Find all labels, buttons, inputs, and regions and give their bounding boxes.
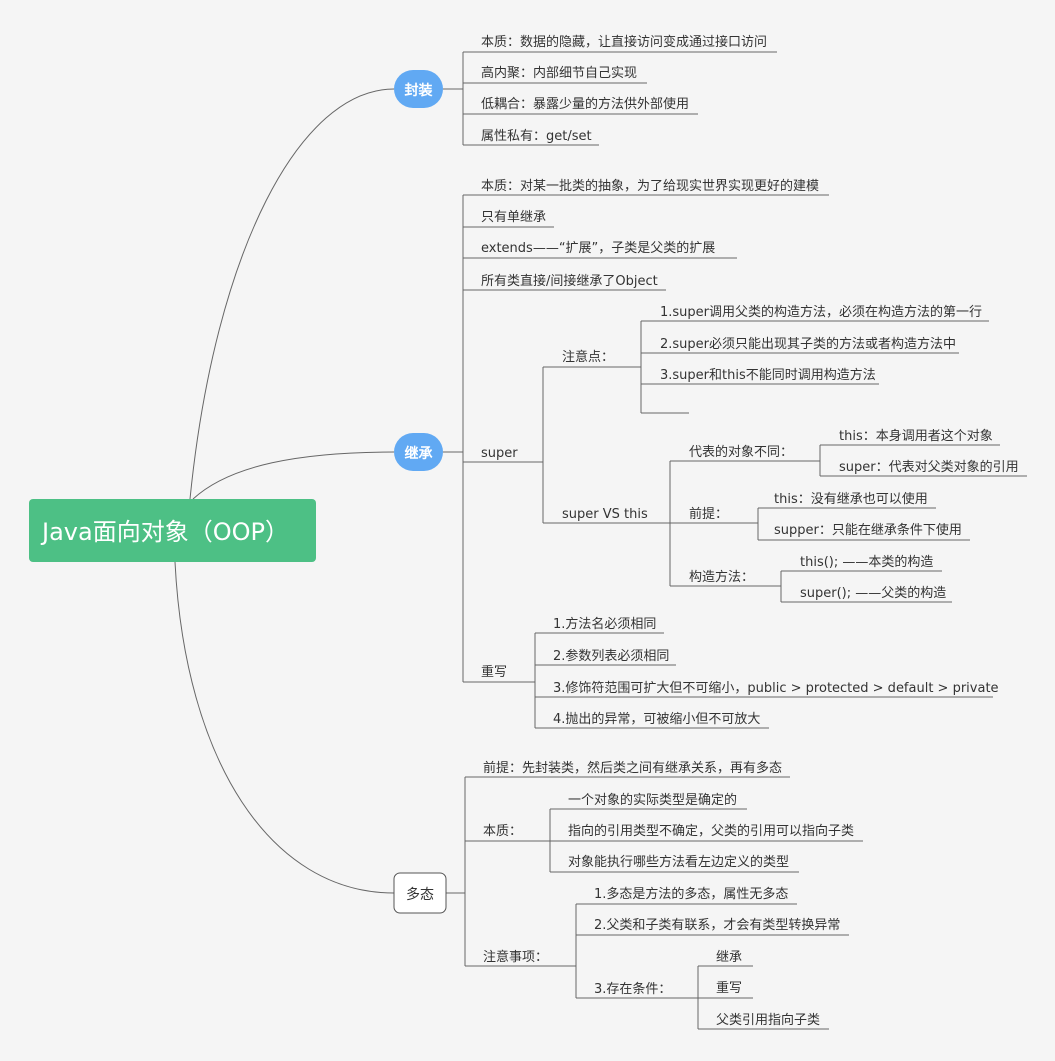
super-vs-this-label: super VS this xyxy=(562,507,648,522)
poly-condition-item: 继承 xyxy=(716,950,742,965)
vs-premise-label: 前提： xyxy=(689,506,728,522)
inherit-override-label: 重写 xyxy=(481,664,507,680)
encap-item: 高内聚：内部细节自己实现 xyxy=(481,65,637,81)
inherit-item: 只有单继承 xyxy=(481,210,546,225)
poly-conditions-label: 3.存在条件： xyxy=(594,981,671,997)
poly-condition-item: 重写 xyxy=(716,980,742,996)
topic-inheritance[interactable]: 继承 xyxy=(394,433,443,471)
vs-ctor-item: super(); ——父类的构造 xyxy=(800,585,946,601)
override-item: 3.修饰符范围可扩大但不可缩小，public > protected > def… xyxy=(553,680,999,696)
poly-note-item: 1.多态是方法的多态，属性无多态 xyxy=(594,886,788,902)
inherit-item: 本质：对某一批类的抽象，为了给现实世界实现更好的建模 xyxy=(481,178,819,194)
poly-notes-label: 注意事项： xyxy=(483,949,548,965)
inherit-item: 所有类直接/间接继承了Object xyxy=(481,273,658,289)
connector-lines xyxy=(174,51,1027,1030)
super-note-item: 3.super和this不能同时调用构造方法 xyxy=(660,367,876,383)
override-item: 4.抛出的异常，可被缩小但不可放大 xyxy=(553,711,760,727)
topic-polymorphism-label: 多态 xyxy=(406,886,434,903)
poly-note-item: 2.父类和子类有联系，才会有类型转换异常 xyxy=(594,918,840,933)
root-node[interactable]: Java面向对象（OOP） xyxy=(29,499,316,562)
vs-objects-item: super：代表对父类对象的引用 xyxy=(839,459,1019,475)
encap-item: 属性私有：get/set xyxy=(481,129,592,144)
inherit-item: extends——“扩展”，子类是父类的扩展 xyxy=(481,240,715,256)
encap-item: 本质：数据的隐藏，让直接访问变成通过接口访问 xyxy=(481,34,767,50)
root-to-polymorphism xyxy=(174,561,395,894)
topic-inheritance-label: 继承 xyxy=(405,445,433,462)
root-to-inheritance xyxy=(192,451,395,500)
poly-condition-item: 父类引用指向子类 xyxy=(716,1012,820,1028)
poly-essence-item: 对象能执行哪些方法看左边定义的类型 xyxy=(568,854,789,870)
inherit-super-label: super xyxy=(481,446,518,461)
super-notes-label: 注意点： xyxy=(562,349,614,365)
super-note-item: 2.super必须只能出现其子类的方法或者构造方法中 xyxy=(660,336,956,352)
root-label: Java面向对象（OOP） xyxy=(40,518,289,546)
vs-ctor-item: this(); ——本类的构造 xyxy=(800,554,933,570)
topic-polymorphism[interactable]: 多态 xyxy=(393,872,447,914)
poly-essence-item: 指向的引用类型不确定，父类的引用可以指向子类 xyxy=(568,823,854,839)
vs-premise-item: this：没有继承也可以使用 xyxy=(774,491,928,507)
topic-encapsulation-label: 封装 xyxy=(405,82,434,99)
poly-premise: 前提：先封装类，然后类之间有继承关系，再有多态 xyxy=(483,760,782,776)
vs-objects-label: 代表的对象不同： xyxy=(689,444,793,460)
topic-encapsulation[interactable]: 封装 xyxy=(394,70,443,108)
poly-essence-label: 本质： xyxy=(483,824,522,839)
vs-ctor-label: 构造方法： xyxy=(689,569,754,585)
override-item: 1.方法名必须相同 xyxy=(553,616,656,632)
override-item: 2.参数列表必须相同 xyxy=(553,648,669,664)
super-note-item: 1.super调用父类的构造方法，必须在构造方法的第一行 xyxy=(660,304,982,320)
vs-premise-item: supper：只能在继承条件下使用 xyxy=(774,522,962,538)
encap-item: 低耦合：暴露少量的方法供外部使用 xyxy=(481,96,689,112)
root-to-encapsulation xyxy=(189,88,395,500)
poly-essence-item: 一个对象的实际类型是确定的 xyxy=(568,792,737,808)
vs-objects-item: this：本身调用者这个对象 xyxy=(839,428,993,444)
